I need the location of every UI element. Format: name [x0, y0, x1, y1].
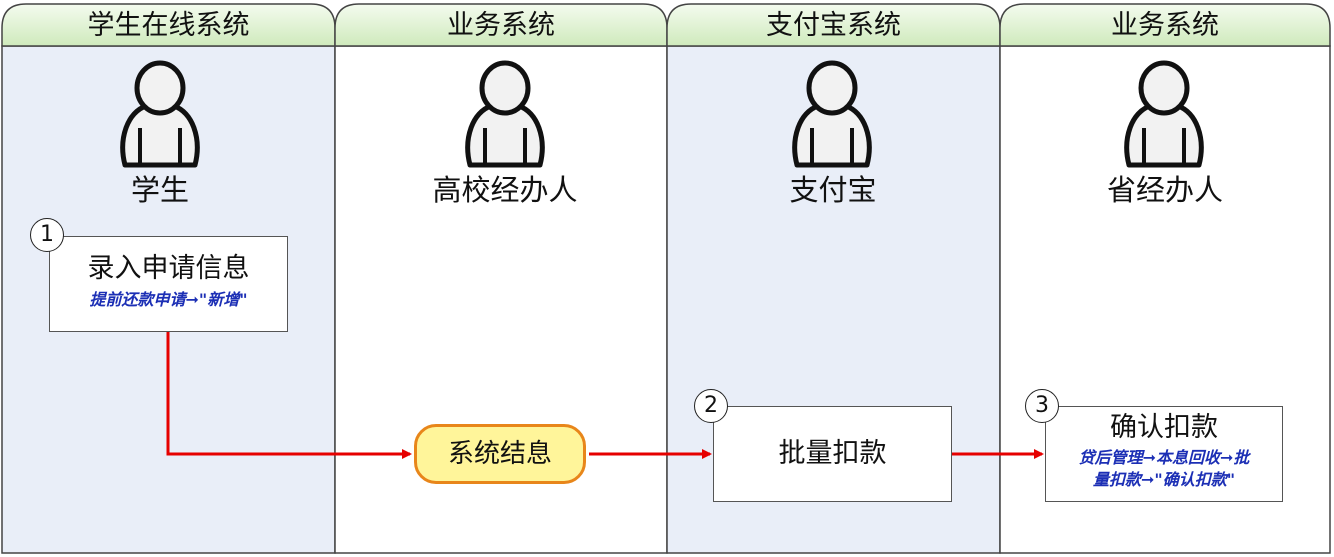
lane-title-business-system: 业务系统: [447, 10, 555, 41]
lane-header-4: [999, 3, 1331, 47]
step-box-batch-deduction: 批量扣款: [713, 406, 952, 502]
lane-title-business-system-2: 业务系统: [1111, 10, 1219, 41]
step-subtitle: 提前还款申请➞"新增": [89, 290, 248, 309]
actor-student: 学生: [130, 173, 189, 207]
person-icon: [120, 60, 200, 168]
lane-title-alipay-system: 支付宝系统: [766, 10, 901, 41]
system-interest-settlement-node: 系统结息: [414, 424, 586, 484]
step-subtitle: 贷后管理➞本息回收➞批: [1078, 448, 1250, 467]
step-title: 确认扣款: [1110, 412, 1218, 443]
step-subtitle: 量扣款➞"确认扣款": [1092, 470, 1236, 489]
person-icon: [792, 60, 872, 168]
step-number-badge: 1: [30, 218, 64, 252]
actor-alipay: 支付宝: [789, 173, 877, 207]
step-title: 批量扣款: [778, 438, 887, 469]
step-title: 录入申请信息: [87, 253, 250, 284]
person-icon: [465, 60, 545, 168]
person-icon: [1124, 60, 1204, 168]
actor-province-handler: 省经办人: [1106, 173, 1223, 207]
step-number-badge: 3: [1025, 389, 1059, 423]
flow-connector-1: [166, 332, 412, 459]
step-box-confirm-deduction: 确认扣款 贷后管理➞本息回收➞批 量扣款➞"确认扣款": [1045, 406, 1283, 502]
step-number-badge: 2: [694, 389, 728, 423]
lane-title-student-system: 学生在线系统: [87, 10, 250, 41]
actor-college-handler: 高校经办人: [432, 173, 578, 207]
step-box-enter-application: 录入申请信息 提前还款申请➞"新增": [49, 236, 288, 332]
